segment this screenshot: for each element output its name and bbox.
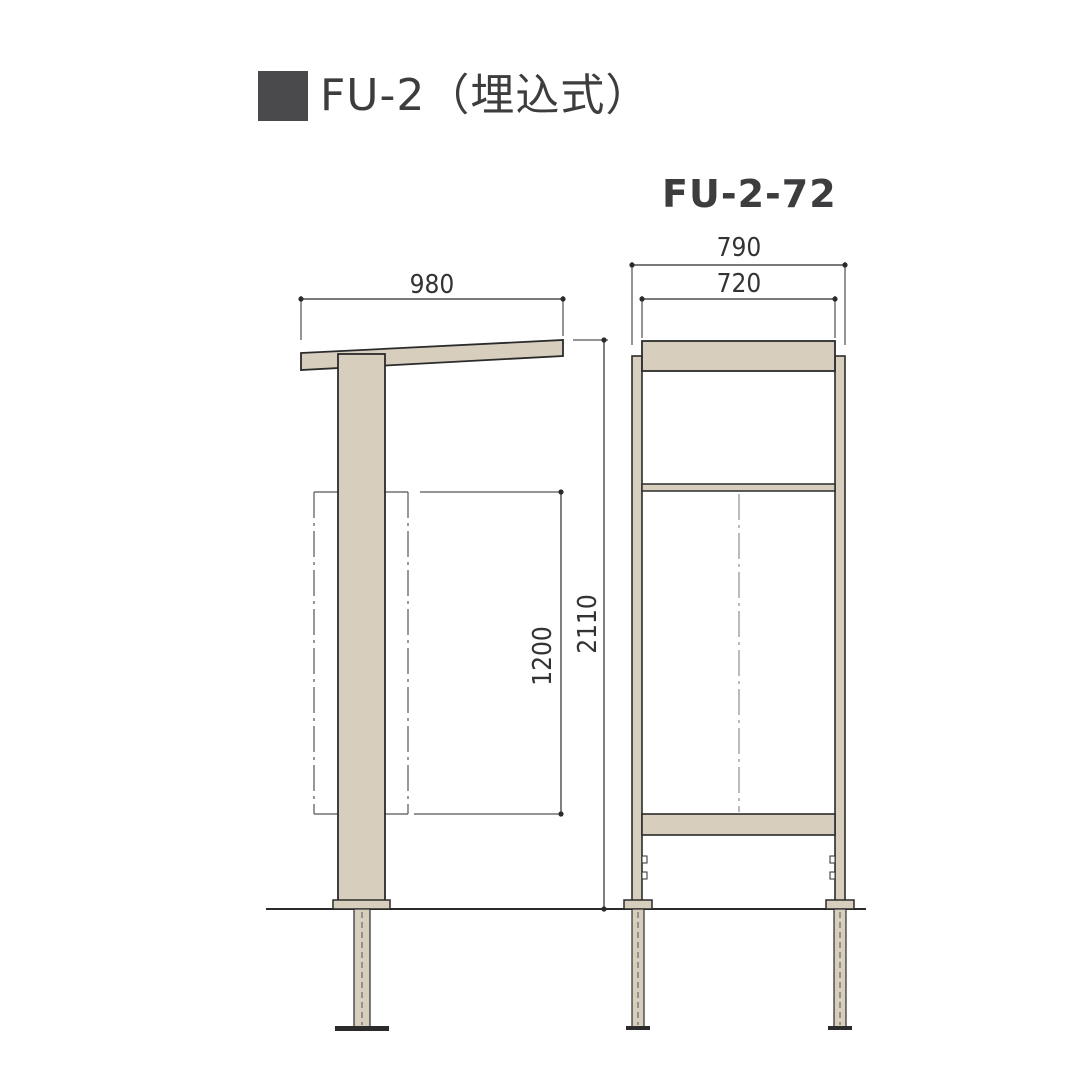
dim-label-980: 980 bbox=[410, 270, 455, 300]
front-roof-panel bbox=[641, 340, 836, 372]
side-anchor-foot bbox=[335, 1026, 389, 1031]
front-base-plate-left bbox=[623, 899, 653, 910]
front-base-brackets bbox=[641, 855, 836, 880]
dim-dot bbox=[560, 296, 566, 302]
title-text: FU-2（埋込式） bbox=[320, 70, 651, 121]
page-title: FU-2（埋込式） bbox=[258, 66, 650, 126]
front-lower-rail bbox=[641, 813, 836, 836]
dim-dot bbox=[832, 296, 838, 302]
title-square-marker bbox=[258, 71, 308, 121]
front-anchor-right-foot bbox=[828, 1026, 852, 1030]
side-view: 980 1200 2110 bbox=[298, 270, 608, 1031]
front-post-left bbox=[631, 355, 643, 902]
model-label: FU-2-72 bbox=[662, 172, 837, 216]
dim-dot bbox=[558, 489, 564, 495]
dim-dot bbox=[629, 262, 635, 268]
dim-dot bbox=[298, 296, 304, 302]
dim-label-1200: 1200 bbox=[528, 626, 558, 686]
side-sign-outline bbox=[313, 492, 409, 814]
front-post-right bbox=[834, 355, 846, 902]
dim-dot bbox=[558, 811, 564, 817]
dim-dot bbox=[601, 906, 607, 912]
side-post bbox=[337, 353, 386, 902]
side-sign-edges bbox=[314, 491, 408, 815]
dim-label-790: 790 bbox=[717, 233, 762, 263]
dim-dot bbox=[601, 337, 607, 343]
dim-label-2110: 2110 bbox=[573, 594, 603, 654]
dim-label-720: 720 bbox=[717, 269, 762, 299]
front-base-plate-right bbox=[825, 899, 855, 910]
dim-dot bbox=[842, 262, 848, 268]
front-view: 790 720 bbox=[623, 233, 855, 1030]
front-upper-rail bbox=[641, 483, 836, 492]
side-base-plate bbox=[332, 899, 391, 910]
dim-dot bbox=[639, 296, 645, 302]
front-anchor-left-foot bbox=[626, 1026, 650, 1030]
